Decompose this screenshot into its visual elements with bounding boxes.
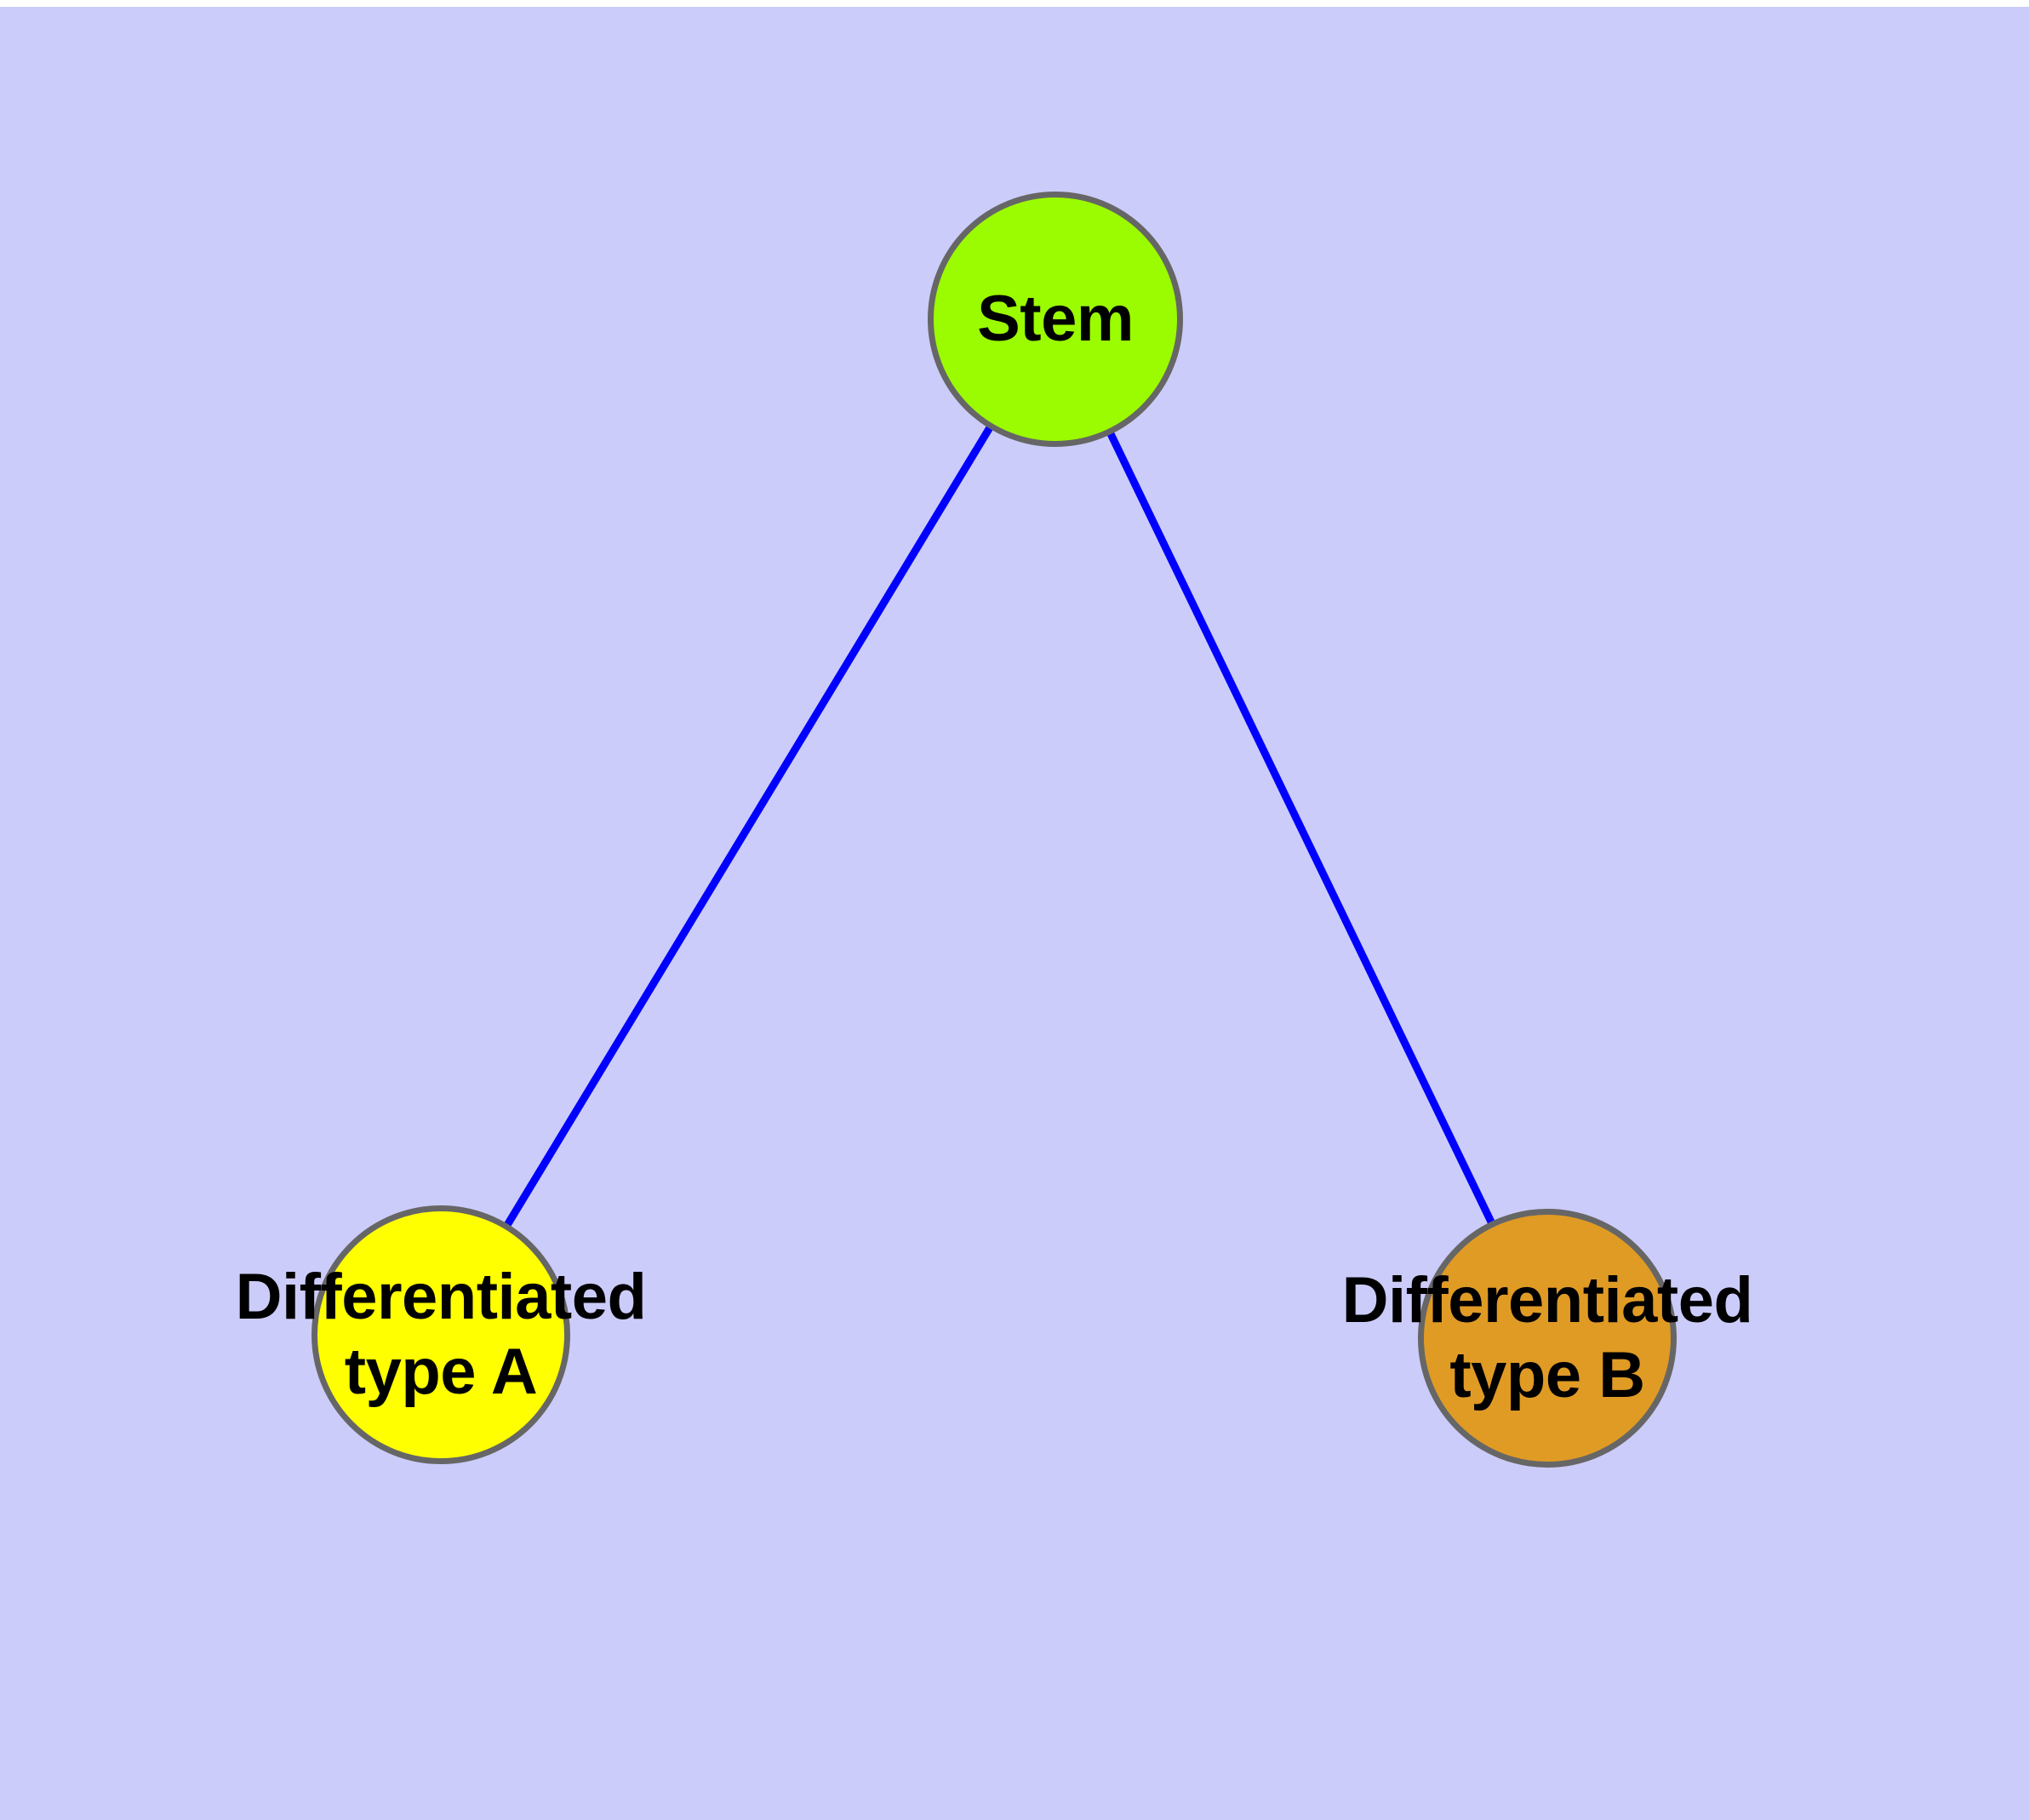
edge-stem-to-differentiated-type-b — [1051, 318, 1552, 1340]
node-differentiated-type-b[interactable] — [1418, 1209, 1677, 1468]
edge-stem-to-differentiated-type-a — [437, 317, 1059, 1337]
node-differentiated-type-a[interactable] — [311, 1205, 570, 1464]
node-stem[interactable] — [928, 192, 1183, 447]
